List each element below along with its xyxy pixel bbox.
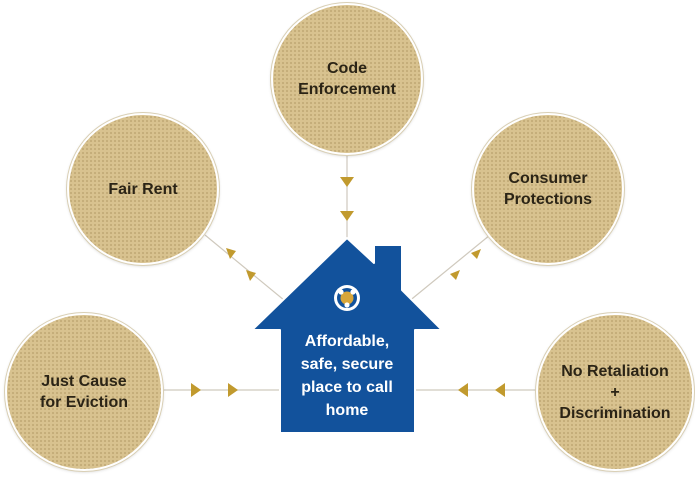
arrow-retaliation-2 <box>458 383 468 397</box>
node-label: Consumer Protections <box>503 170 592 208</box>
arrow-fair-2 <box>246 270 256 281</box>
node-no-retaliation: No Retaliation + Discrimination <box>536 313 694 471</box>
arrow-fair-1 <box>226 248 236 259</box>
node-label: Just Cause for Eviction <box>39 373 128 411</box>
connector-consumer <box>401 234 491 308</box>
arrow-code-2 <box>340 211 354 221</box>
house-body <box>251 237 443 434</box>
arrow-cause-1 <box>191 383 201 397</box>
arrow-consumer-1 <box>471 249 481 259</box>
center-label: Affordable, safe, secure place to call h… <box>300 333 394 419</box>
arrow-code-1 <box>340 177 354 187</box>
arrow-consumer-2 <box>450 270 460 280</box>
node-consumer-protections: Consumer Protections <box>472 113 624 265</box>
node-label: Fair Rent <box>108 180 178 198</box>
arrow-retaliation-1 <box>495 383 505 397</box>
node-label: No Retaliation + Discrimination <box>559 362 671 422</box>
connector-fair <box>204 234 291 306</box>
node-code-enforcement: Code Enforcement <box>271 3 423 155</box>
people-circle-icon <box>334 285 360 311</box>
arrow-cause-2 <box>228 383 238 397</box>
node-just-cause: Just Cause for Eviction <box>5 313 163 471</box>
node-label: Code Enforcement <box>298 60 396 98</box>
node-fair-rent: Fair Rent <box>67 113 219 265</box>
